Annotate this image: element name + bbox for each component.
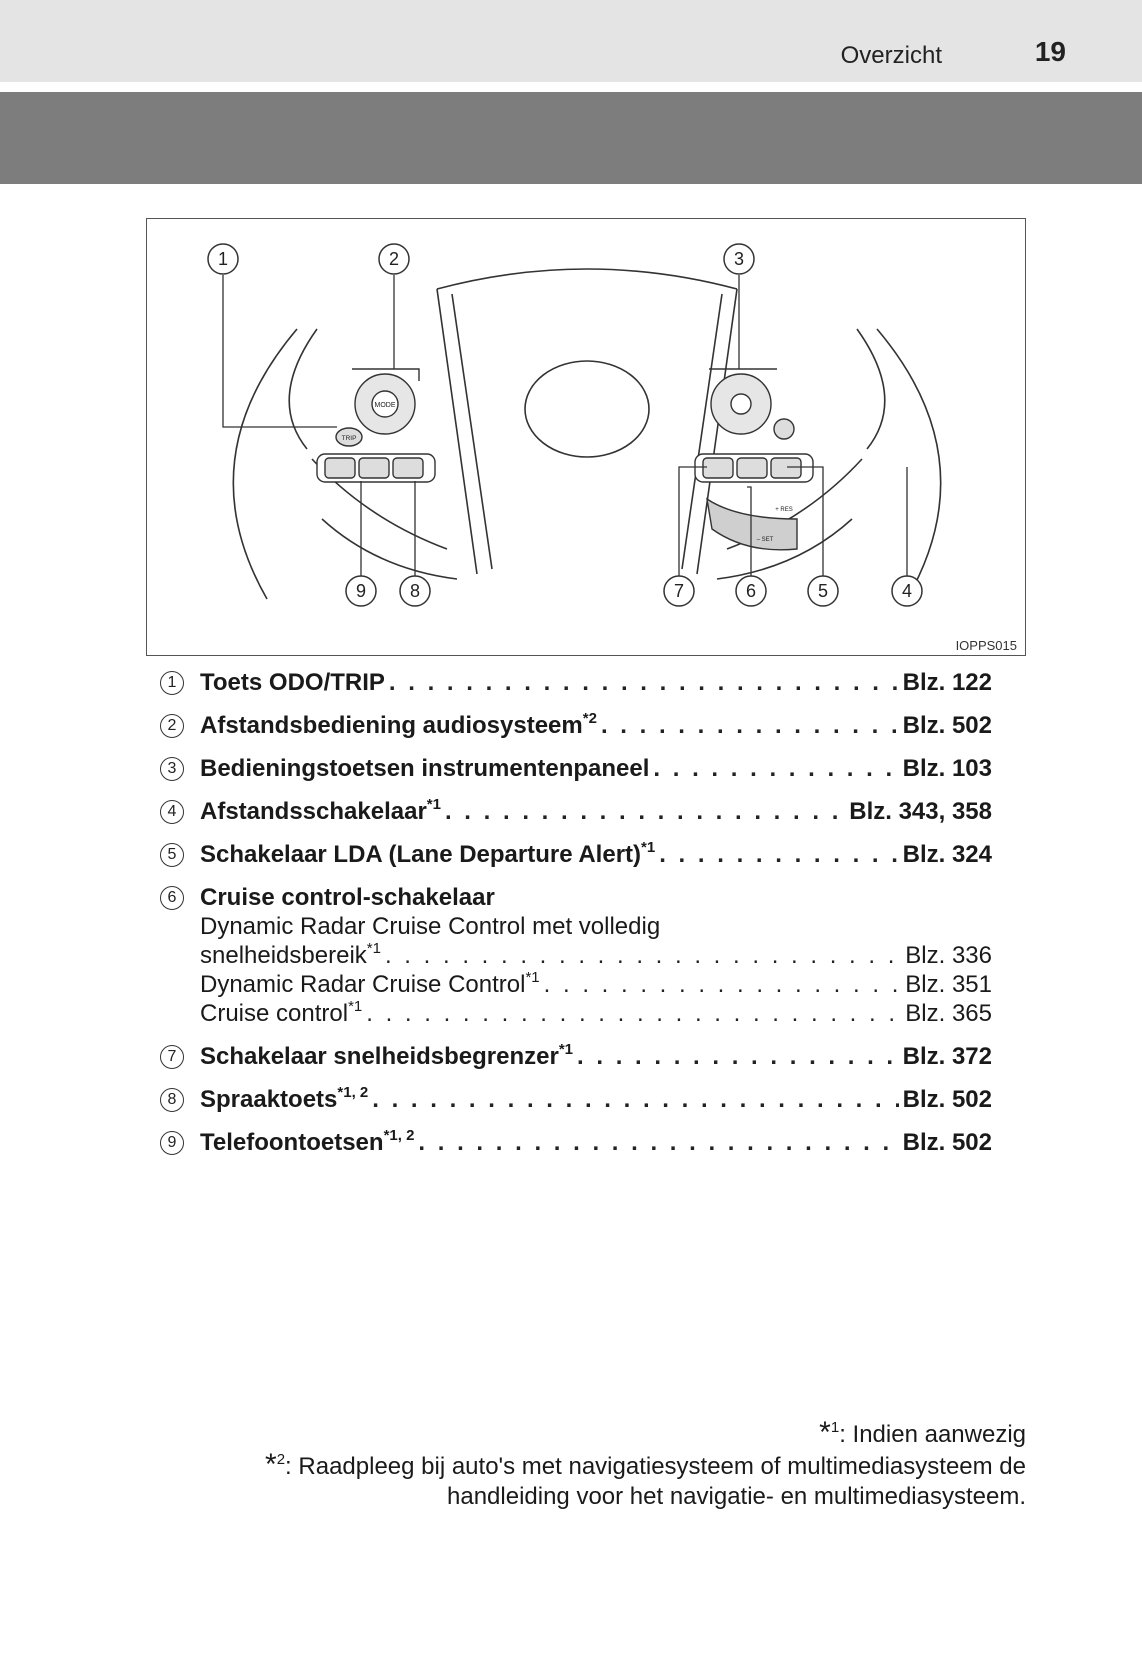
svg-text:3: 3 [734, 249, 744, 269]
page-ref: Blz. 122 [902, 669, 992, 696]
callout-2 [378, 243, 410, 275]
steering-wheel-figure: MODE TRIP + RES – SET [146, 218, 1026, 656]
item-label: Schakelaar LDA (Lane Departure Alert) [200, 841, 642, 868]
sub-item-line: Dynamic Radar Cruise Control met volledi… [200, 913, 661, 940]
callout-1 [207, 243, 239, 275]
footnote-ref: *1 [525, 969, 540, 986]
list-item: 9 Telefoontoetsen*1, 2 Blz. 502 [160, 1128, 992, 1157]
item-number: 3 [160, 757, 184, 781]
footnote-1: *1: Indien aanwezig [819, 1416, 1026, 1449]
page-ref: Blz. 336 [905, 942, 992, 969]
item-number: 1 [160, 671, 184, 695]
item-number: 6 [160, 886, 184, 910]
svg-text:8: 8 [410, 581, 420, 601]
page-ref: Blz. 343, 358 [849, 798, 992, 825]
sub-item-label: snelheidsbereik [200, 942, 367, 969]
list-item: 7 Schakelaar snelheidsbegrenzer*1 Blz. 37… [160, 1042, 992, 1071]
svg-text:+ RES: + RES [775, 507, 793, 513]
footnotes: *1: Indien aanwezig *2: Raadpleeg bij au… [146, 1418, 1026, 1512]
page-ref: Blz. 502 [902, 1129, 992, 1156]
svg-text:5: 5 [818, 581, 828, 601]
callout-5 [807, 575, 839, 607]
list-item: 8 Spraaktoets*1, 2 Blz. 502 [160, 1085, 992, 1114]
page-ref: Blz. 502 [902, 712, 992, 739]
footnote-ref: *1 [366, 940, 381, 957]
page-number: 19 [1034, 36, 1066, 67]
section-title: Overzicht [840, 42, 942, 69]
svg-text:6: 6 [746, 581, 756, 601]
figure-code: IOPPS015 [955, 638, 1017, 653]
item-number: 7 [160, 1045, 184, 1069]
page-ref: Blz. 324 [902, 841, 992, 868]
page-ref: Blz. 103 [902, 755, 992, 782]
item-label: Afstandsbediening audiosysteem [200, 712, 583, 739]
page-ref: Blz. 365 [905, 1000, 992, 1027]
callout-3 [723, 243, 755, 275]
item-label: Bedieningstoetsen instrumentenpaneel [200, 755, 650, 782]
page-ref: Blz. 351 [905, 971, 992, 998]
steering-wheel-illustration: MODE TRIP + RES – SET [207, 243, 942, 607]
footnote-ref: *1 [426, 796, 441, 813]
title-band [0, 92, 1142, 184]
item-number: 9 [160, 1131, 184, 1155]
callout-4 [891, 575, 923, 607]
sub-item-label: Cruise control [200, 1000, 349, 1027]
svg-text:4: 4 [902, 581, 912, 601]
footnote-ref: *2 [582, 710, 597, 727]
list-item-cruise-control: 6 Cruise control-schakelaar Dynamic Rada… [160, 883, 992, 1028]
item-label: Toets ODO/TRIP [200, 669, 385, 696]
list-item: 3 Bedieningstoetsen instrumentenpaneel Bl… [160, 754, 992, 783]
header-band [0, 0, 1142, 82]
item-label: Telefoontoetsen [200, 1129, 384, 1156]
svg-text:7: 7 [674, 581, 684, 601]
page-ref: Blz. 372 [902, 1043, 992, 1070]
item-number: 2 [160, 714, 184, 738]
sub-item-label: Dynamic Radar Cruise Control [200, 971, 526, 998]
callout-6 [735, 575, 767, 607]
svg-text:MODE: MODE [375, 402, 396, 409]
svg-text:2: 2 [389, 249, 399, 269]
legend-list: 1 Toets ODO/TRIP Blz. 122 2 Afstandsbedie… [160, 668, 992, 1171]
callout-9 [345, 575, 377, 607]
footnote-ref: *1, 2 [337, 1084, 369, 1101]
item-label: Cruise control-schakelaar [200, 884, 495, 911]
footnote-ref: *1 [348, 998, 363, 1015]
footnote-ref: *1 [641, 839, 656, 856]
list-item: 5 Schakelaar LDA (Lane Departure Alert)*… [160, 840, 992, 869]
callout-8 [399, 575, 431, 607]
page-ref: Blz. 502 [902, 1086, 992, 1113]
callout-7 [663, 575, 695, 607]
svg-text:9: 9 [356, 581, 366, 601]
svg-text:1: 1 [218, 249, 228, 269]
item-number: 8 [160, 1088, 184, 1112]
footnote-ref: *1 [558, 1041, 574, 1058]
item-label: Afstandsschakelaar [200, 798, 427, 825]
footnote-ref: *1, 2 [383, 1127, 415, 1144]
svg-text:– SET: – SET [757, 537, 774, 543]
item-number: 5 [160, 843, 184, 867]
svg-text:TRIP: TRIP [342, 435, 357, 442]
item-label: Spraaktoets [200, 1086, 338, 1113]
item-number: 4 [160, 800, 184, 824]
list-item: 4 Afstandsschakelaar*1 Blz. 343, 358 [160, 797, 992, 826]
list-item: 1 Toets ODO/TRIP Blz. 122 [160, 668, 992, 697]
footnote-2-continued: handleiding voor het navigatie- en multi… [447, 1483, 1026, 1510]
item-label: Schakelaar snelheidsbegrenzer [200, 1043, 559, 1070]
list-item: 2 Afstandsbediening audiosysteem*2 Blz. 5… [160, 711, 992, 740]
footnote-2: *2: Raadpleeg bij auto's met navigatiesy… [265, 1448, 1026, 1481]
